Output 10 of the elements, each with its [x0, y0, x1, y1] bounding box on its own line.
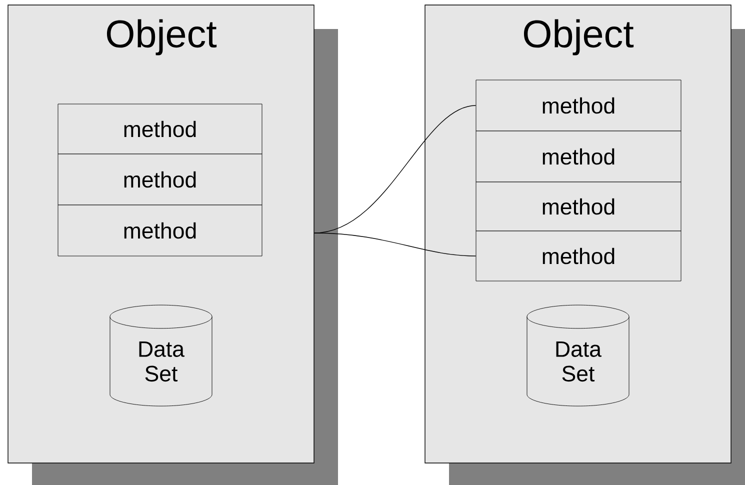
method-box: method — [58, 104, 262, 154]
database-cylinder: Data Set — [110, 304, 212, 406]
method-box: method — [476, 130, 682, 182]
method-box: method — [58, 154, 262, 206]
method-box: method — [476, 182, 682, 232]
database-cylinder: Data Set — [526, 304, 630, 406]
method-box: method — [58, 204, 262, 256]
connector-line — [314, 232, 476, 256]
method-box: method — [476, 80, 682, 132]
method-box: method — [476, 230, 682, 282]
